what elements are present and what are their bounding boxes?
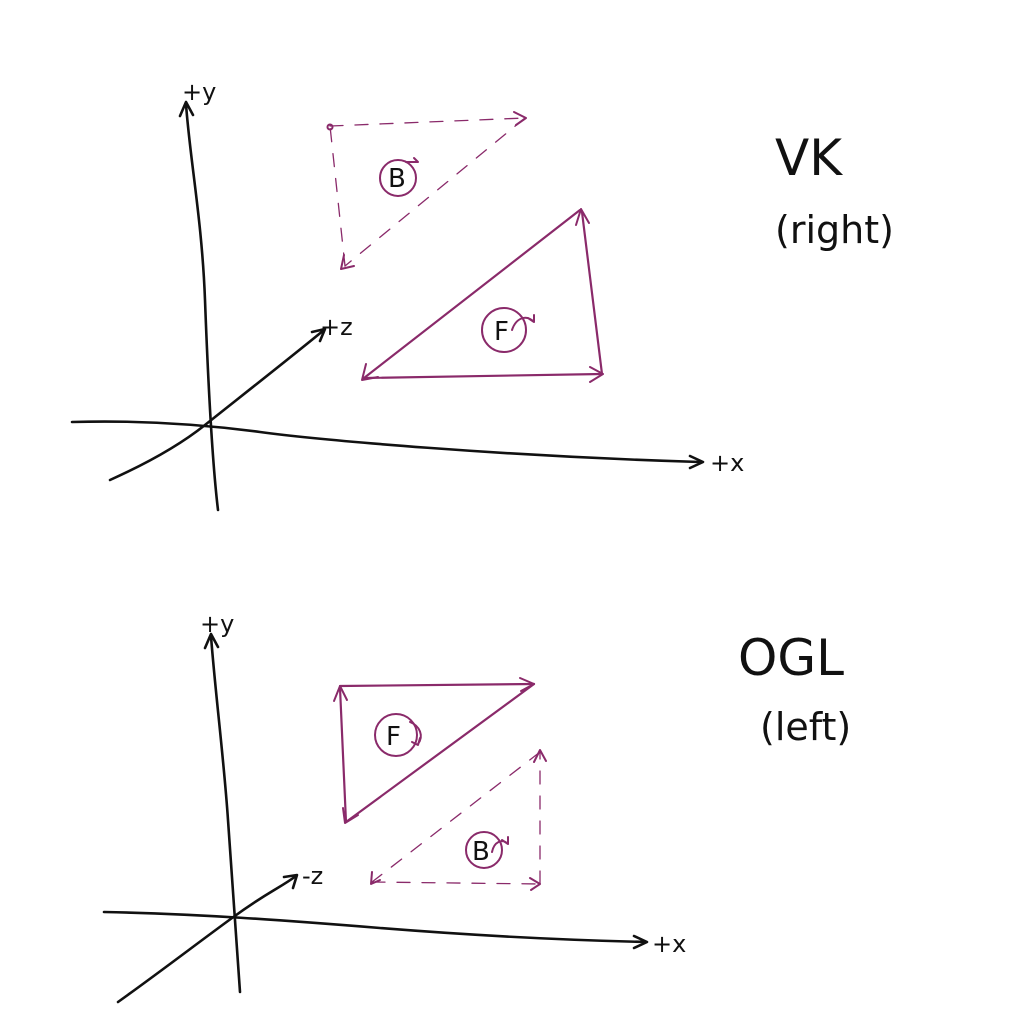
- vk-x-axis: [70, 420, 702, 464]
- ogl-back-label: B: [472, 837, 490, 867]
- vk-back-label-circle: [379, 159, 417, 197]
- ogl-z-axis-arrowhead: [282, 873, 299, 890]
- vk-x-axis-arrowhead: [688, 454, 705, 470]
- ogl-back-winding-icon: [491, 836, 509, 853]
- vk-z-axis-arrowhead: [310, 327, 327, 343]
- ogl-front-winding-icon: [409, 721, 422, 746]
- ogl-title: OGL: [738, 629, 844, 687]
- vk-front-winding-icon: [511, 314, 535, 331]
- vk-front-triangle: [361, 208, 604, 383]
- vk-diagram: +x +y +z B F VK (right): [70, 78, 894, 512]
- ogl-z-axis: [116, 874, 298, 1004]
- vk-back-triangle: [326, 111, 527, 270]
- vk-z-axis-label: +z: [320, 313, 353, 341]
- ogl-x-axis: [102, 910, 648, 944]
- vk-z-axis: [108, 328, 326, 482]
- vk-front-label-circle: [481, 307, 527, 353]
- ogl-front-label: F: [386, 722, 401, 752]
- ogl-y-axis: [209, 634, 242, 994]
- ogl-x-axis-label: +x: [652, 930, 686, 958]
- ogl-x-axis-arrowhead: [632, 934, 649, 950]
- vk-title: VK: [775, 129, 843, 187]
- ogl-subtitle: (left): [760, 705, 851, 749]
- vk-y-axis: [184, 102, 220, 512]
- ogl-front-triangle: [333, 677, 536, 824]
- vk-y-axis-label: +y: [182, 78, 216, 106]
- vk-back-label: B: [388, 164, 406, 194]
- vk-subtitle: (right): [775, 208, 894, 252]
- ogl-y-axis-arrowhead: [203, 632, 220, 650]
- ogl-z-axis-label: -z: [302, 862, 323, 890]
- ogl-diagram: +x +y -z F B OGL (left): [102, 610, 851, 1004]
- ogl-y-axis-label: +y: [200, 610, 234, 638]
- vk-back-winding-icon: [405, 157, 419, 163]
- vk-x-axis-label: +x: [710, 449, 744, 477]
- ogl-back-label-circle: [465, 831, 503, 869]
- vk-front-label: F: [494, 317, 509, 347]
- ogl-front-label-circle: [374, 713, 418, 757]
- ogl-back-triangle: [370, 749, 547, 891]
- vk-y-axis-arrowhead: [178, 100, 195, 118]
